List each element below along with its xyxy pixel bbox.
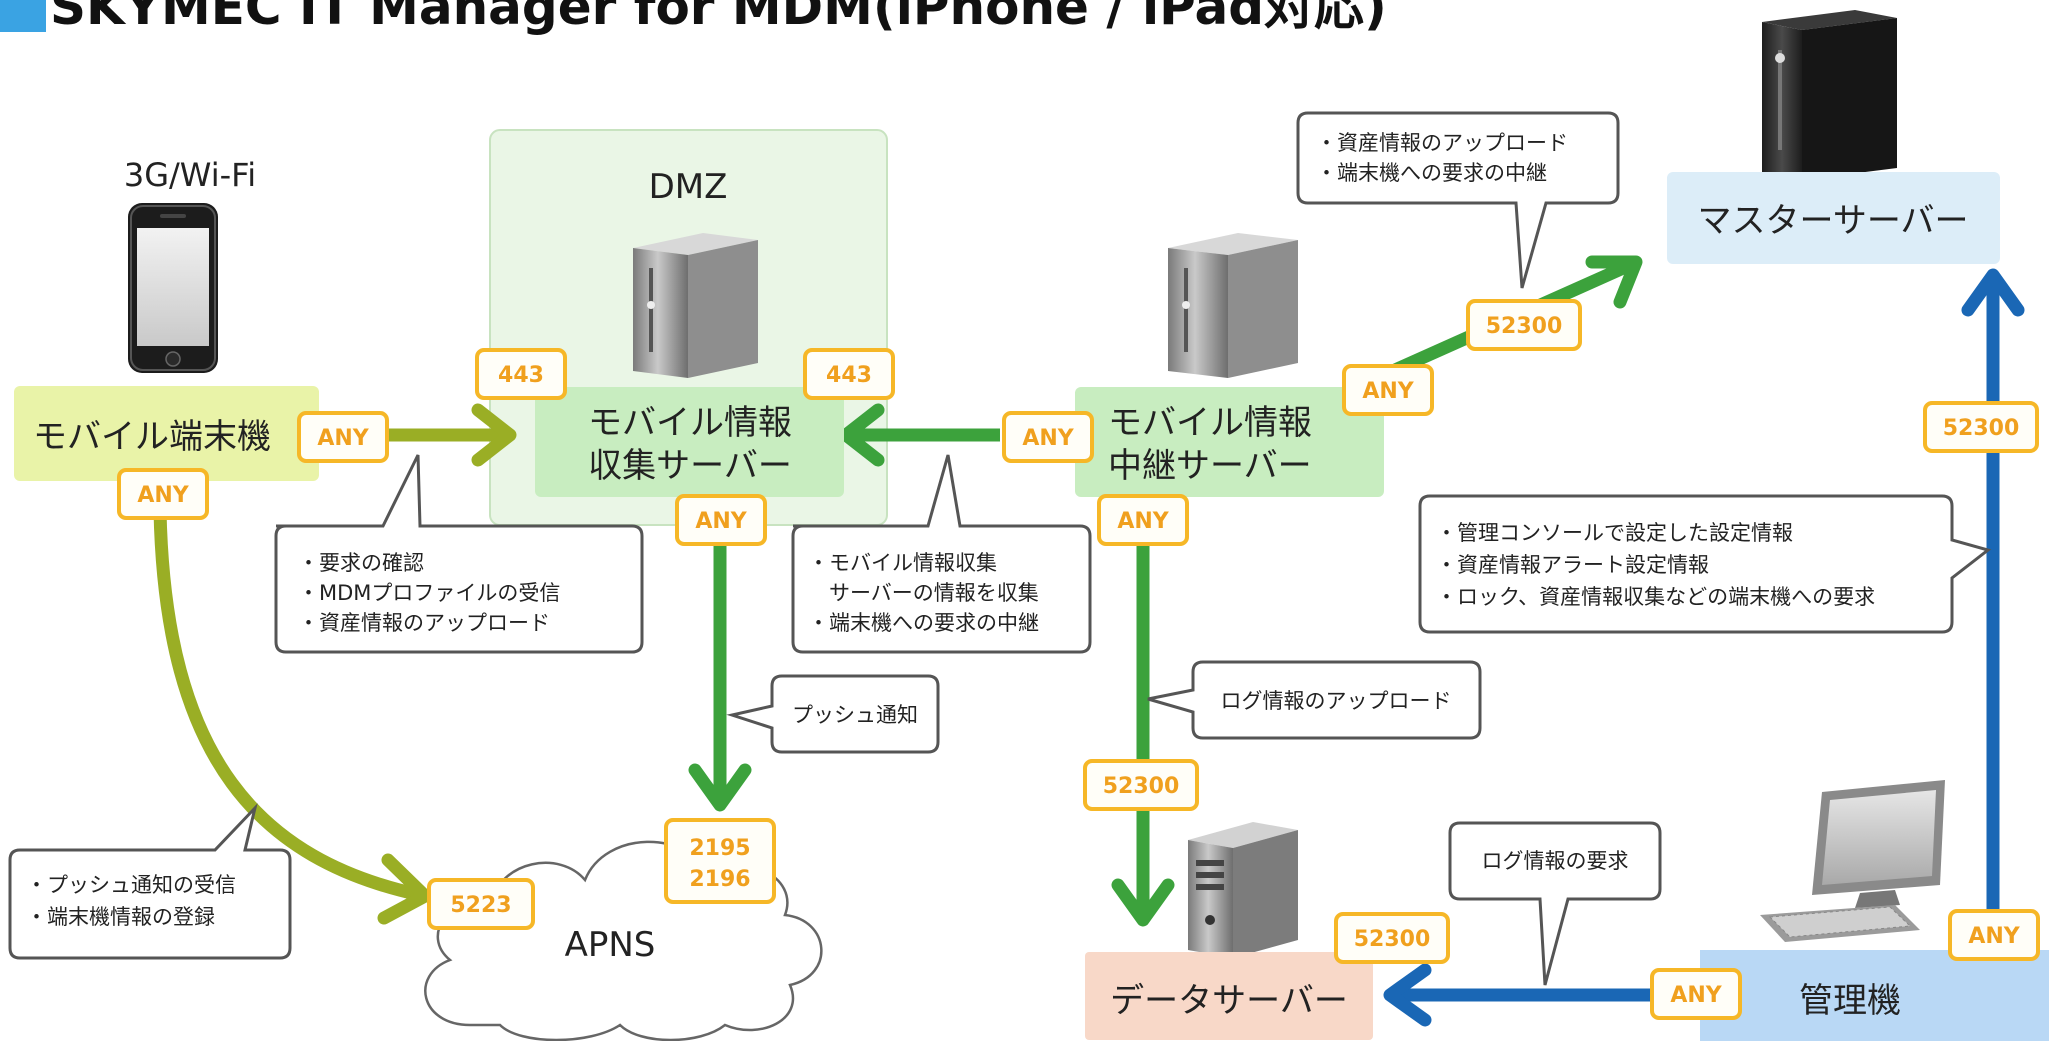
port-label: 52300 [1486,314,1563,339]
relay-server-label-line1: モバイル情報 [1108,403,1312,443]
callout-log-upload: ログ情報のアップロード [1147,660,1482,740]
port-label: ANY [317,426,369,451]
port-badge [1097,494,1189,546]
port-badge [1342,364,1434,416]
callout-log-request: ログ情報の要求 [1448,821,1662,986]
callout-text: ログ情報のアップロード [1221,689,1452,713]
smartphone-icon: 3G/Wi-Fi [124,156,256,373]
port-badge [427,878,535,930]
port-label: 52300 [1103,774,1180,799]
callout-relay-collection: ・モバイル情報収集 サーバーの情報を収集 ・端末機への要求の中継 [791,454,1092,654]
port-badge [1334,912,1450,964]
port-label: ANY [695,509,747,534]
callout-text: ・資産情報アラート設定情報 [1436,553,1709,577]
relay-server-node: モバイル情報 中継サーバー [1075,387,1384,497]
collection-server-label-line1: モバイル情報 [588,403,792,443]
port-label: 443 [826,363,872,388]
port-badge [297,411,389,463]
dmz-label: DMZ [649,167,728,207]
arrow-mobile-to-collection [385,403,517,467]
relay-server-label-line2: 中継サーバー [1108,446,1312,486]
port-badge [1002,411,1094,463]
callout-push: プッシュ通知 [726,674,940,754]
arrow-collection-to-apns [688,540,752,812]
computer-icon [1760,780,1945,942]
master-server-icon [1762,10,1897,180]
mobile-terminal-label: モバイル端末機 [33,417,271,457]
port-label: 52300 [1354,927,1431,952]
port-badge [1948,909,2040,961]
port-badge [1466,299,1582,351]
port-label: ANY [137,483,189,508]
network-label: 3G/Wi-Fi [124,156,256,194]
callout-text: ・ロック、資産情報収集などの端末機への要求 [1436,585,1875,609]
port-label: ANY [1022,426,1074,451]
callout-relay-master: ・資産情報のアップロード ・端末機への要求の中継 [1296,111,1620,289]
callout-mobile-collection: ・要求の確認 ・MDMプロファイルの受信 ・資産情報のアップロード [274,454,644,654]
admin-pc-label: 管理機 [1799,981,1901,1021]
port-badge [803,348,895,400]
arrow-relay-to-collection [839,403,1000,467]
callout-text: ログ情報の要求 [1482,849,1629,873]
title-text: SKYMEC IT Manager for MDM(iPhone / iPad対… [50,0,1387,36]
callout-text: ・端末機への要求の中継 [808,611,1039,635]
master-server-node: マスターサーバー [1667,172,2000,264]
port-badge [1083,759,1199,811]
port-badge [1923,401,2039,453]
page-title: SKYMEC IT Manager for MDM(iPhone / iPad対… [0,0,1387,36]
port-badge [1650,968,1742,1020]
port-badge [117,468,209,520]
callout-text: プッシュ通知 [792,703,918,727]
callout-text: ・管理コンソールで設定した設定情報 [1436,521,1793,545]
port-label: 443 [498,363,544,388]
callout-text: ・端末機への要求の中継 [1316,161,1547,185]
collection-server-label-line2: 収集サーバー [588,446,792,486]
data-server-icon [1188,822,1298,958]
callout-text: ・資産情報のアップロード [1316,131,1568,155]
arrow-relay-to-data [1111,540,1175,927]
port-label: ANY [1362,379,1414,404]
admin-pc-node: 管理機 [1700,950,2049,1041]
arrow-mobile-to-apns [153,509,432,925]
mobile-terminal-node: モバイル端末機 [14,386,319,481]
port-label: ANY [1117,509,1169,534]
callout-text: ・MDMプロファイルの受信 [298,581,560,605]
port-label: 2195 [689,836,750,861]
port-badge [664,818,776,904]
port-label: 2196 [689,867,750,892]
port-label: 52300 [1943,416,2020,441]
collection-server-node: モバイル情報 収集サーバー [535,387,844,497]
dmz-server-icon [633,233,758,378]
port-badge [475,348,567,400]
master-server-label: マスターサーバー [1698,201,1969,241]
apns-label: APNS [565,925,656,965]
callout-admin-master: ・管理コンソールで設定した設定情報 ・資産情報アラート設定情報 ・ロック、資産情… [1418,494,1992,634]
callout-text: サーバーの情報を収集 [808,581,1039,605]
port-badge [675,494,767,546]
data-server-node: データサーバー [1085,952,1373,1040]
arrow-admin-to-master [1961,268,2025,950]
port-label: 5223 [450,893,511,918]
callout-text: ・モバイル情報収集 [808,551,997,575]
arrow-admin-to-data [1383,963,1700,1027]
callout-text: ・プッシュ通知の受信 [26,873,236,897]
relay-server-icon [1168,233,1298,378]
callout-apns-mobile: ・プッシュ通知の受信 ・端末機情報の登録 [8,802,292,960]
callout-text: ・資産情報のアップロード [298,611,550,635]
port-label: ANY [1670,983,1722,1008]
callout-text: ・端末機情報の登録 [26,905,215,929]
data-server-label: データサーバー [1110,981,1348,1021]
title-square-icon [0,0,46,32]
port-label: ANY [1968,924,2020,949]
callout-text: ・要求の確認 [298,551,424,575]
